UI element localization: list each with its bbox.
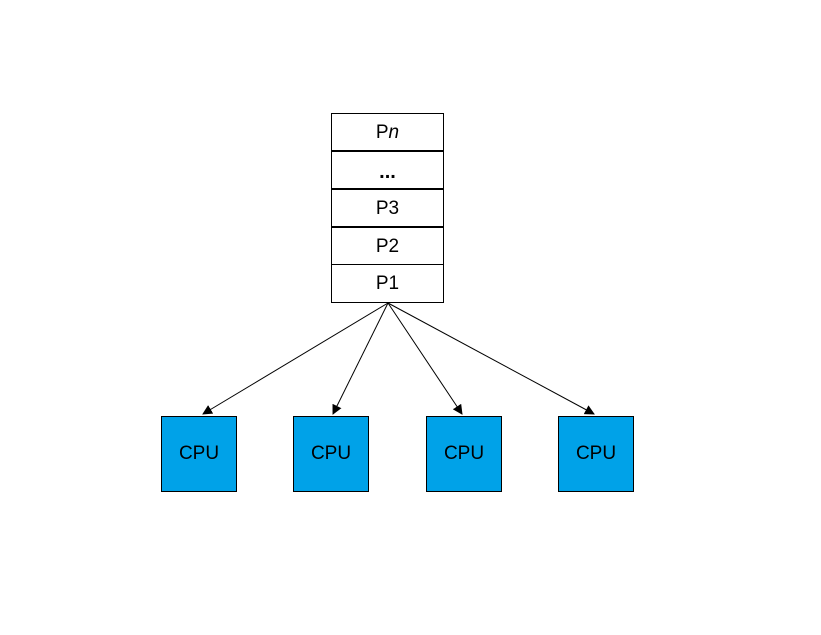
- queue-cell-p2: P2: [331, 227, 444, 265]
- queue-cell-p3-label: P3: [375, 197, 400, 219]
- arrow-to-cpu-3: [387, 302, 463, 415]
- queue-cell-ellipsis: ...: [331, 151, 444, 189]
- cpu-box-3-label: CPU: [443, 443, 485, 464]
- cpu-box-1-label: CPU: [178, 443, 220, 464]
- queue-cell-p1-label: P1: [375, 273, 400, 294]
- queue-cell-p1: P1: [331, 264, 444, 303]
- arrow-to-cpu-1: [202, 302, 389, 415]
- cpu-box-2: CPU: [293, 416, 369, 492]
- queue-ellipsis-text: ...: [379, 161, 396, 183]
- cpu-box-3: CPU: [426, 416, 502, 492]
- queue-cell-pn-prefix: P: [375, 121, 389, 143]
- arrow-to-cpu-4: [387, 302, 595, 415]
- cpu-box-4: CPU: [558, 416, 634, 492]
- cpu-box-2-label: CPU: [310, 443, 352, 464]
- cpu-box-1: CPU: [161, 416, 237, 492]
- queue-cell-pn-suffix: n: [388, 121, 400, 143]
- queue-cell-p2-label: P2: [375, 235, 400, 257]
- queue-cell-p3: P3: [331, 189, 444, 227]
- arrow-to-cpu-2: [332, 302, 389, 415]
- cpu-box-4-label: CPU: [575, 443, 617, 464]
